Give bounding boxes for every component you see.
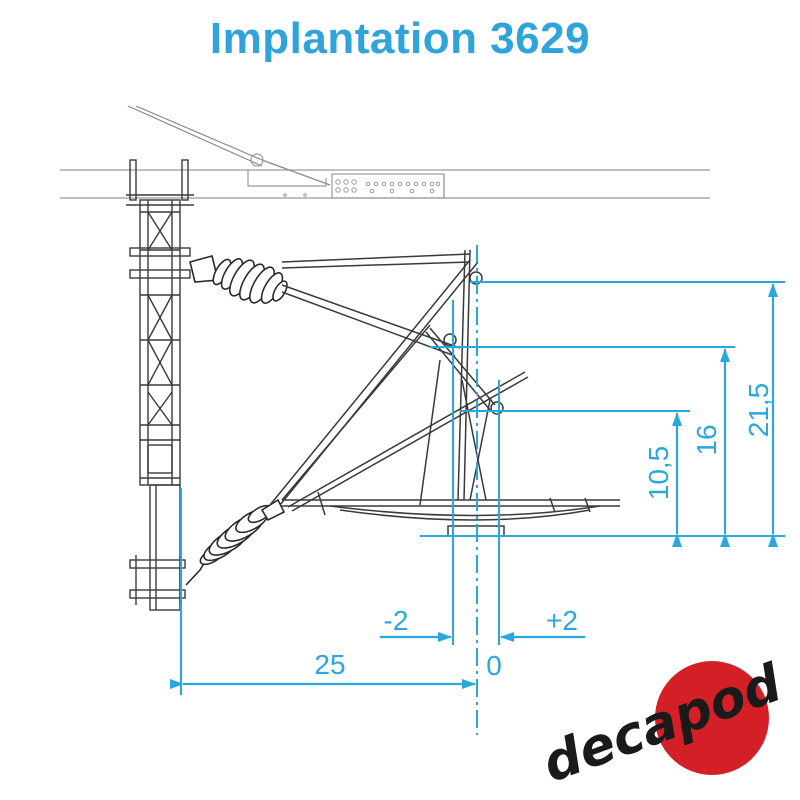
upper-insulator: [189, 255, 288, 304]
horizontal-dimensions: [170, 632, 585, 689]
page-title: Implantation 3629: [209, 14, 591, 63]
top-beam: [60, 105, 710, 199]
dim-label-zero: 0: [486, 650, 502, 681]
dim-label-16: 16: [691, 424, 722, 455]
dim-label-10-5: 10,5: [643, 446, 674, 501]
cantilever-arms: [269, 249, 620, 537]
dim-label-25: 25: [314, 649, 345, 680]
dim-label-minus-2: -2: [384, 605, 409, 636]
lattice-mast: [126, 159, 194, 611]
dim-label-21-5: 21,5: [743, 383, 774, 438]
vertical-dimensions: [672, 283, 778, 547]
decapod-logo: decapod: [535, 653, 790, 795]
lower-insulator: [185, 498, 286, 586]
dim-label-plus-2: +2: [546, 605, 578, 636]
extension-lines: [180, 281, 785, 695]
red-circle-logo-icon: [655, 661, 769, 775]
beam-holes: [283, 179, 441, 197]
